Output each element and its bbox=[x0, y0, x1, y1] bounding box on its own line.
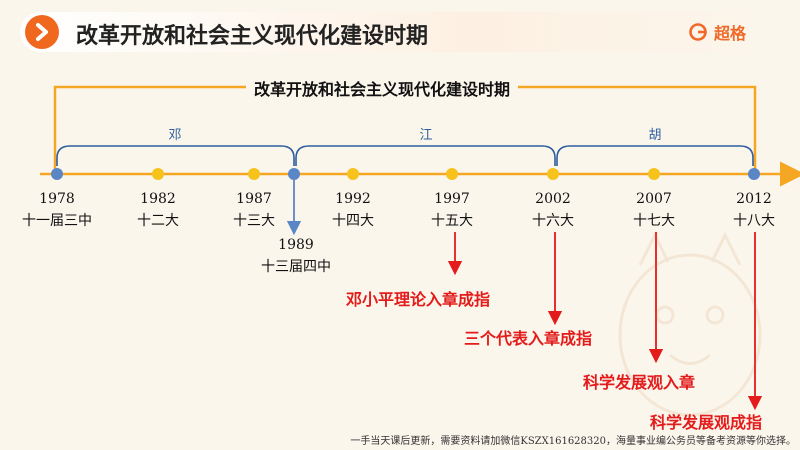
milestone-label-2007: 十七大 bbox=[633, 213, 675, 229]
milestone-year-1987: 1987 bbox=[236, 191, 272, 207]
milestone-year-1992: 1992 bbox=[335, 191, 371, 207]
brand-logo: 超格 bbox=[688, 20, 746, 44]
milestone-year-2007: 2007 bbox=[636, 191, 672, 207]
milestone-dot-1982 bbox=[152, 168, 164, 180]
milestone-dot-1992 bbox=[347, 168, 359, 180]
milestone-label-1982: 十二大 bbox=[137, 213, 179, 229]
milestone-year-1989: 1989 bbox=[278, 237, 314, 253]
mascot-watermark bbox=[618, 231, 762, 417]
milestone-dot-1997 bbox=[446, 168, 458, 180]
annotation-scientific-outlook-guide: 科学发展观成指 bbox=[650, 413, 763, 432]
milestone-label-1978: 十一届三中 bbox=[22, 213, 92, 229]
milestone-year-2002: 2002 bbox=[535, 191, 571, 207]
brand-icon bbox=[689, 23, 707, 41]
milestone-dot-2007 bbox=[648, 168, 660, 180]
milestone-dot-2002 bbox=[547, 168, 559, 180]
header-background bbox=[20, 12, 780, 52]
header-bar: 改革开放和社会主义现代化建设时期 超格 bbox=[0, 0, 800, 62]
milestone-dot-1978 bbox=[51, 168, 63, 180]
annotation-three-represents: 三个代表入章成指 bbox=[464, 329, 593, 348]
milestone-label-1987: 十三大 bbox=[233, 213, 275, 229]
leader-label-deng: 邓 bbox=[168, 128, 182, 143]
page-title: 改革开放和社会主义现代化建设时期 bbox=[76, 24, 429, 49]
milestone-label-1997: 十五大 bbox=[431, 213, 473, 229]
bracket-hu bbox=[556, 145, 754, 166]
footnote: 一手当天课后更新，需要资料请加微信KSZX161628320，海量事业编公务员等… bbox=[350, 436, 796, 447]
leader-label-jiang: 江 bbox=[419, 128, 433, 143]
milestone-dot-1989 bbox=[288, 168, 300, 180]
bracket-deng bbox=[56, 145, 295, 166]
bracket-jiang bbox=[295, 145, 556, 166]
annotation-scientific-outlook-charter: 科学发展观入章 bbox=[583, 373, 696, 392]
milestone-year-1997: 1997 bbox=[434, 191, 470, 207]
leader-label-hu: 胡 bbox=[648, 128, 662, 143]
milestone-year-1978: 1978 bbox=[39, 191, 75, 207]
era-title: 改革开放和社会主义现代化建设时期 bbox=[246, 76, 519, 100]
milestone-label-1992: 十四大 bbox=[332, 213, 374, 229]
milestone-label-1989: 十三届四中 bbox=[261, 259, 331, 275]
brand-name: 超格 bbox=[714, 24, 747, 43]
play-icon bbox=[25, 15, 59, 49]
milestone-year-2012: 2012 bbox=[736, 191, 772, 207]
milestone-label-2012: 十八大 bbox=[733, 213, 775, 229]
milestone-year-1982: 1982 bbox=[140, 191, 176, 207]
milestone-dot-2012 bbox=[748, 168, 760, 180]
annotation-deng-theory: 邓小平理论入章成指 bbox=[346, 290, 491, 309]
milestone-label-2002: 十六大 bbox=[532, 213, 574, 229]
milestone-dot-1987 bbox=[248, 168, 260, 180]
